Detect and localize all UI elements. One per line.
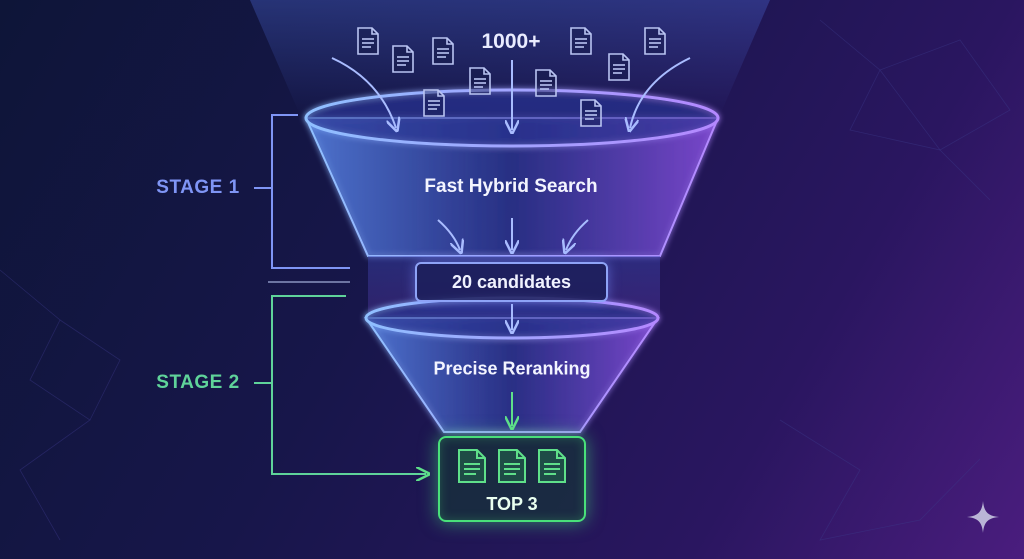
document-icon [570,27,592,55]
light-beam [250,0,770,115]
document-icon [538,449,566,483]
document-icon [498,449,526,483]
candidates-box: 20 candidates [415,262,608,302]
stage1-arrows [437,218,589,250]
candidates-label: 20 candidates [451,271,572,292]
stage1-label: STAGE 1 [156,177,240,198]
top-documents [440,448,584,484]
document-icon [458,449,486,483]
document-count-label: 1000+ [481,30,541,53]
document-icon [392,45,414,73]
stage1-title: Fast Hybrid Search [424,176,598,197]
stage2-bracket [254,295,426,474]
background-network [0,19,1011,541]
stage2-title: Precise Reranking [433,358,591,379]
top-results-label: TOP 3 [486,494,538,514]
stage1-bracket [254,114,350,269]
stage2-label: STAGE 2 [156,372,240,393]
document-icon [535,69,557,97]
arrow-icon [630,57,691,128]
document-icon [608,53,630,81]
document-icon [357,27,379,55]
document-icon [580,99,602,127]
arrow-icon [566,219,589,250]
inflow-arrows [331,57,691,130]
arrow-icon [437,219,460,250]
document-icon [432,37,454,65]
document-icon [644,27,666,55]
arrow-icon [331,57,396,128]
stage1-funnel [304,88,720,257]
sparkle-icon [967,501,999,533]
document-icon [469,67,491,95]
top-results-box: TOP 3 [438,436,586,522]
document-icon [423,89,445,117]
